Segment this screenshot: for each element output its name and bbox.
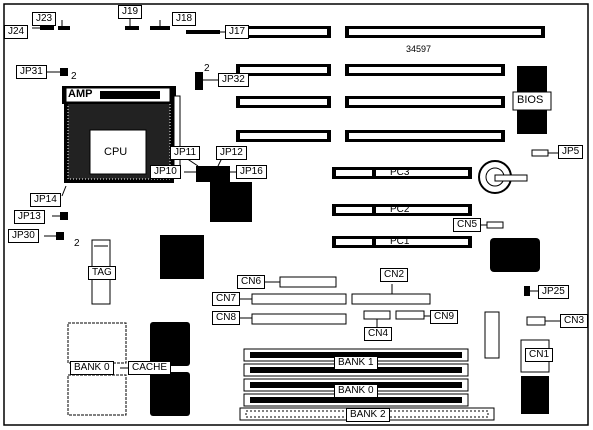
label-jp12: JP12 xyxy=(216,146,247,160)
label-bank0: BANK 0 xyxy=(334,384,378,398)
label-pc3: PC3 xyxy=(390,167,410,178)
label-j18: J18 xyxy=(172,12,197,26)
bios-chip xyxy=(512,66,552,134)
pin2-jp31: 2 xyxy=(71,71,77,82)
label-bank2: BANK 2 xyxy=(346,408,390,422)
pci-slots xyxy=(332,167,472,248)
label-pc1: PC1 xyxy=(390,236,410,247)
pin2-jp32: 2 xyxy=(204,63,210,74)
battery xyxy=(478,160,528,194)
label-jp10: JP10 xyxy=(150,165,181,179)
label-bios: BIOS xyxy=(517,94,544,106)
label-amp: AMP xyxy=(68,88,93,100)
label-jp31: JP31 xyxy=(16,65,47,79)
connectors xyxy=(251,149,550,414)
label-j19: J19 xyxy=(118,5,143,19)
label-cn8: CN8 xyxy=(212,311,241,325)
chips xyxy=(150,182,540,416)
label-jp25: JP25 xyxy=(538,285,569,299)
label-j24: J24 xyxy=(4,25,29,39)
top-jumpers xyxy=(40,26,230,240)
label-cpu: CPU xyxy=(104,146,128,158)
label-cn9: CN9 xyxy=(430,310,459,324)
label-bank0-left: BANK 0 xyxy=(70,361,114,375)
leader-lines xyxy=(32,18,560,369)
label-bank1: BANK 1 xyxy=(334,356,378,370)
label-cn2: CN2 xyxy=(380,268,409,282)
label-cache: CACHE xyxy=(128,361,172,375)
label-j17: J17 xyxy=(225,25,250,39)
label-pc2: PC2 xyxy=(390,204,410,215)
cache-sram xyxy=(67,322,127,416)
label-cn4: CN4 xyxy=(364,327,393,341)
label-jp32: JP32 xyxy=(218,73,249,87)
label-jp14: JP14 xyxy=(30,193,61,207)
label-cn5: CN5 xyxy=(453,218,482,232)
label-cn1: CN1 xyxy=(525,348,554,362)
isa-slots xyxy=(236,26,545,142)
label-jp13: JP13 xyxy=(14,210,45,224)
label-jp16: JP16 xyxy=(236,165,267,179)
label-tag: TAG xyxy=(88,266,116,280)
label-jp11: JP11 xyxy=(170,146,201,160)
label-cn3: CN3 xyxy=(560,314,589,328)
label-jp30: JP30 xyxy=(8,229,39,243)
label-j23: J23 xyxy=(32,12,57,26)
label-cn7: CN7 xyxy=(212,292,241,306)
label-cn6: CN6 xyxy=(237,275,266,289)
label-jp5: JP5 xyxy=(558,145,584,159)
pin2-jp30: 2 xyxy=(74,238,80,249)
board-id: 34597 xyxy=(406,44,432,54)
